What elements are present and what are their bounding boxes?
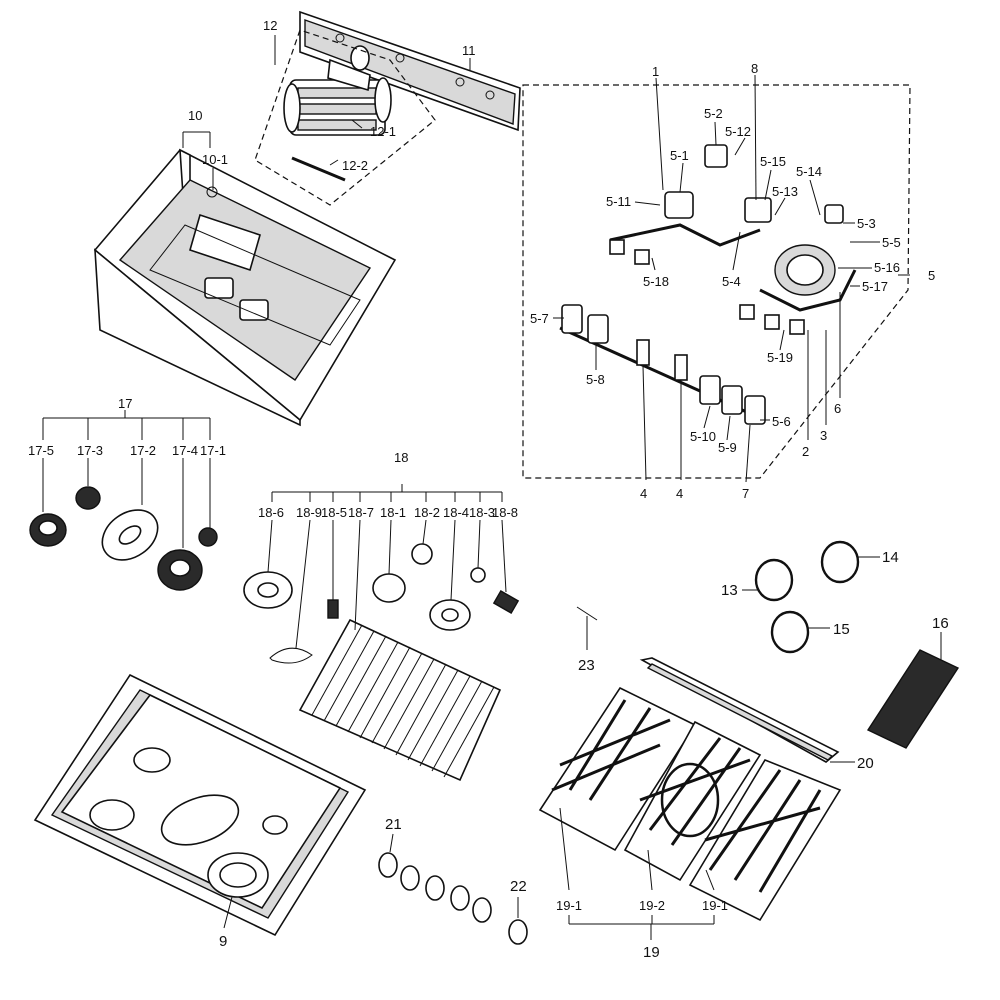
label-18-4: 18-4 xyxy=(443,505,469,520)
part-10-chassis xyxy=(93,148,397,427)
label-4b: 4 xyxy=(676,486,683,501)
label-5-16: 5-16 xyxy=(874,260,900,275)
label-18-2: 18-2 xyxy=(414,505,440,520)
label-5-17: 5-17 xyxy=(862,279,888,294)
label-15: 15 xyxy=(833,621,850,638)
label-18-6: 18-6 xyxy=(258,505,284,520)
label-12-1: 12-1 xyxy=(370,124,396,139)
label-5-12: 5-12 xyxy=(725,124,751,139)
label-5-13: 5-13 xyxy=(772,184,798,199)
label-5-11: 5-11 xyxy=(606,194,631,209)
label-2: 2 xyxy=(802,444,809,459)
label-19: 19 xyxy=(643,944,660,961)
label-5-4: 5-4 xyxy=(722,274,741,289)
label-5-19: 5-19 xyxy=(767,350,793,365)
label-18-3: 18-3 xyxy=(469,505,495,520)
label-5-6: 5-6 xyxy=(772,414,791,429)
label-5-8: 5-8 xyxy=(586,372,605,387)
label-21: 21 xyxy=(385,816,402,833)
part-12-fan-assembly xyxy=(254,29,436,206)
part-17-burner-caps xyxy=(29,486,218,591)
label-6: 6 xyxy=(834,401,841,416)
label-10: 10 xyxy=(188,108,202,123)
label-16: 16 xyxy=(932,615,949,632)
label-5: 5 xyxy=(928,268,935,283)
part-21-knobs xyxy=(378,852,492,923)
label-10-1: 10-1 xyxy=(202,152,228,167)
label-3: 3 xyxy=(820,428,827,443)
label-17-2: 17-2 xyxy=(130,443,156,458)
label-5-14: 5-14 xyxy=(796,164,822,179)
callout-labels: 1 8 5-2 5-12 5-1 5-15 5-14 5-13 5-11 5-3… xyxy=(28,18,949,961)
label-19-1-right: 19-1 xyxy=(702,898,728,913)
part-19-grates xyxy=(538,686,842,922)
label-5-18: 5-18 xyxy=(643,274,669,289)
part-18-7-rack xyxy=(298,618,502,782)
part-5-valve-assembly xyxy=(522,84,911,479)
label-17: 17 xyxy=(118,396,132,411)
part-22-knob xyxy=(508,919,528,945)
label-5-3: 5-3 xyxy=(857,216,876,231)
label-5-2: 5-2 xyxy=(704,106,723,121)
label-5-1: 5-1 xyxy=(670,148,689,163)
label-8: 8 xyxy=(751,61,758,76)
label-19-1-left: 19-1 xyxy=(556,898,582,913)
label-14: 14 xyxy=(882,549,899,566)
part-13-14-15-rings xyxy=(754,540,860,654)
label-17-1: 17-1 xyxy=(200,443,226,458)
label-5-9: 5-9 xyxy=(718,440,737,455)
label-7: 7 xyxy=(742,486,749,501)
label-5-7: 5-7 xyxy=(530,311,549,326)
label-9: 9 xyxy=(219,933,227,950)
label-5-15: 5-15 xyxy=(760,154,786,169)
part-18-burner-parts xyxy=(243,543,598,664)
label-5-5: 5-5 xyxy=(882,235,901,250)
part-20-strip xyxy=(639,657,840,763)
label-11: 11 xyxy=(462,43,476,58)
label-4a: 4 xyxy=(640,486,647,501)
label-18-7: 18-7 xyxy=(348,505,374,520)
label-17-4: 17-4 xyxy=(172,443,198,458)
label-20: 20 xyxy=(857,755,874,772)
part-9-cooktop xyxy=(33,673,367,937)
label-13: 13 xyxy=(721,582,738,599)
leader-lines xyxy=(42,35,942,940)
label-18-1: 18-1 xyxy=(380,505,406,520)
label-17-3: 17-3 xyxy=(77,443,103,458)
label-18-8: 18-8 xyxy=(492,505,518,520)
label-22: 22 xyxy=(510,878,527,895)
part-16-griddle xyxy=(866,649,960,749)
label-18-9: 18-9 xyxy=(296,505,322,520)
label-18: 18 xyxy=(394,450,408,465)
label-19-2: 19-2 xyxy=(639,898,665,913)
label-5-10: 5-10 xyxy=(690,429,716,444)
label-12: 12 xyxy=(263,18,277,33)
label-12-2: 12-2 xyxy=(342,158,368,173)
label-23: 23 xyxy=(578,657,595,674)
label-1: 1 xyxy=(652,64,659,79)
label-18-5: 18-5 xyxy=(321,505,347,520)
label-17-5: 17-5 xyxy=(28,443,54,458)
